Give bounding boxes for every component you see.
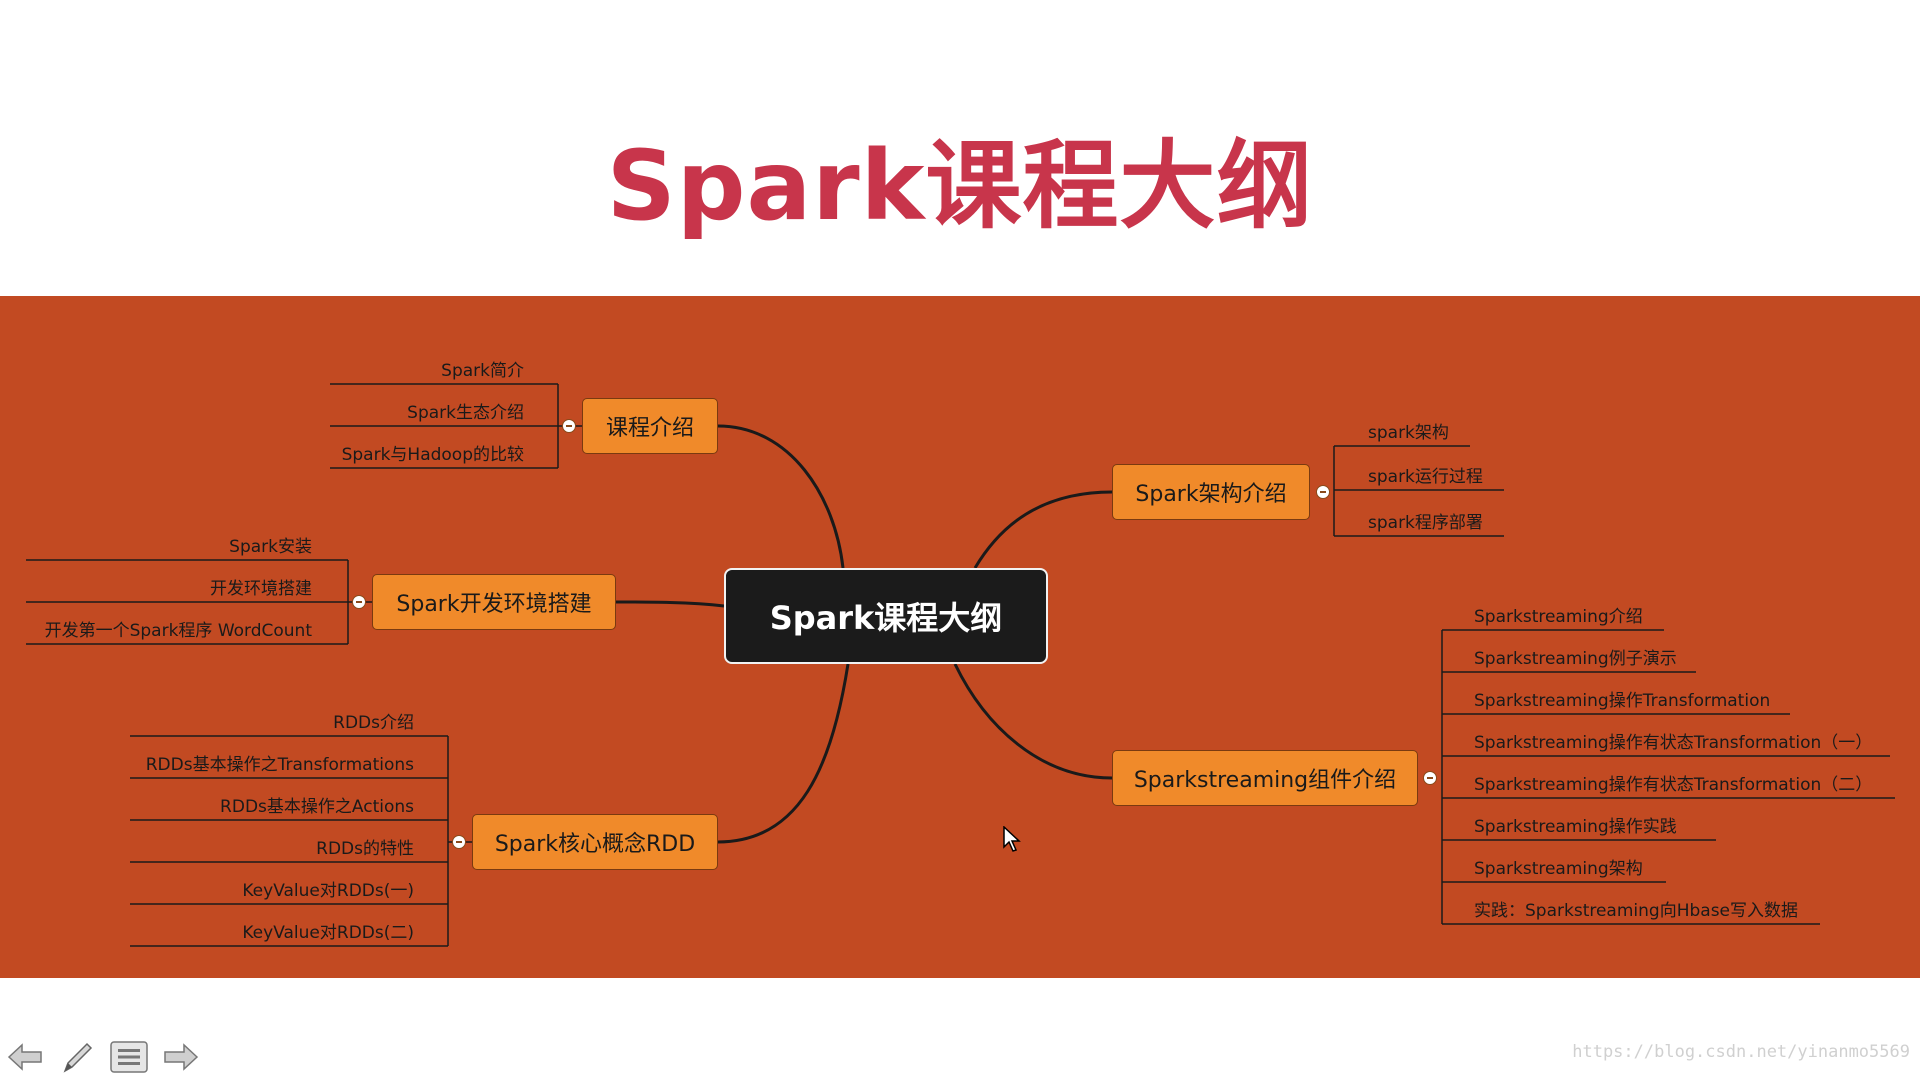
leaf-item[interactable]: Spark简介 (441, 361, 524, 381)
leaf-item[interactable]: Sparkstreaming操作有状态Transformation（二） (1474, 775, 1873, 795)
leaf-item[interactable]: spark程序部署 (1368, 513, 1483, 533)
mindmap-connectors (26, 383, 1895, 947)
topic-course-intro[interactable]: 课程介绍 (582, 398, 718, 454)
leaf-item[interactable]: RDDs的特性 (316, 839, 414, 859)
branch-dev-env (615, 600, 725, 608)
topic-rdd[interactable]: Spark核心概念RDD (472, 814, 718, 870)
arrow-left-icon[interactable] (6, 1038, 44, 1076)
leaf-item[interactable]: KeyValue对RDDs(一) (242, 881, 414, 901)
mindmap-canvas: Spark课程大纲 课程介绍 Spark简介 Spark生态介绍 Spark与H… (0, 296, 1920, 978)
leaf-item[interactable]: RDDs介绍 (333, 713, 414, 733)
central-node-label: Spark课程大纲 (769, 599, 1003, 637)
leaf-item[interactable]: Sparkstreaming操作有状态Transformation（一） (1474, 733, 1873, 753)
collapse-toggle-icon[interactable] (1316, 485, 1330, 499)
leaf-item[interactable]: Sparkstreaming例子演示 (1474, 649, 1677, 669)
leaf-item[interactable]: 开发第一个Spark程序 WordCount (44, 621, 312, 641)
leaf-item[interactable]: Spark与Hadoop的比较 (341, 445, 524, 465)
leaf-item[interactable]: spark运行过程 (1368, 467, 1483, 487)
branch-course-intro (717, 424, 845, 569)
menu-icon[interactable] (110, 1038, 148, 1076)
branch-rdd (717, 663, 850, 844)
topic-label: Spark核心概念RDD (494, 832, 696, 857)
topic-sparkstreaming[interactable]: Sparkstreaming组件介绍 (1112, 750, 1418, 806)
leaf-item[interactable]: Sparkstreaming介绍 (1474, 607, 1643, 627)
topic-label: Sparkstreaming组件介绍 (1133, 768, 1397, 793)
collapse-toggle-icon[interactable] (452, 835, 466, 849)
slide-title: Spark课程大纲 (606, 130, 1314, 242)
leaf-item[interactable]: Sparkstreaming操作实践 (1474, 817, 1677, 837)
mouse-pointer-icon (1003, 826, 1021, 852)
topic-label: 课程介绍 (605, 416, 694, 441)
leaf-item[interactable]: Sparkstreaming架构 (1474, 859, 1643, 879)
central-node[interactable]: Spark课程大纲 (724, 568, 1048, 664)
arrow-right-icon[interactable] (162, 1038, 200, 1076)
leaf-item[interactable]: Spark安装 (229, 537, 312, 557)
branch-architecture (973, 490, 1113, 569)
slide-navigation (6, 1036, 200, 1078)
topic-dev-env[interactable]: Spark开发环境搭建 (372, 574, 616, 630)
watermark: https://blog.csdn.net/yinanmo5569 (1572, 1042, 1910, 1062)
leaf-item[interactable]: RDDs基本操作之Transformations (145, 755, 414, 775)
branch-sparkstreaming (953, 663, 1113, 780)
pen-icon[interactable] (58, 1038, 96, 1076)
collapse-toggle-icon[interactable] (562, 419, 576, 433)
leaf-item[interactable]: RDDs基本操作之Actions (220, 797, 414, 817)
leaf-item[interactable]: Sparkstreaming操作Transformation (1474, 691, 1771, 711)
collapse-toggle-icon[interactable] (1423, 771, 1437, 785)
topic-architecture[interactable]: Spark架构介绍 (1112, 464, 1310, 520)
collapse-toggle-icon[interactable] (352, 595, 366, 609)
leaf-item[interactable]: Spark生态介绍 (407, 403, 524, 423)
leaf-item[interactable]: 实践：Sparkstreaming向Hbase写入数据 (1474, 901, 1799, 921)
topic-label: Spark开发环境搭建 (396, 592, 592, 617)
leaf-item[interactable]: spark架构 (1368, 423, 1449, 443)
leaf-item[interactable]: KeyValue对RDDs(二) (242, 923, 414, 943)
leaf-item[interactable]: 开发环境搭建 (210, 579, 312, 599)
topic-label: Spark架构介绍 (1135, 482, 1287, 507)
